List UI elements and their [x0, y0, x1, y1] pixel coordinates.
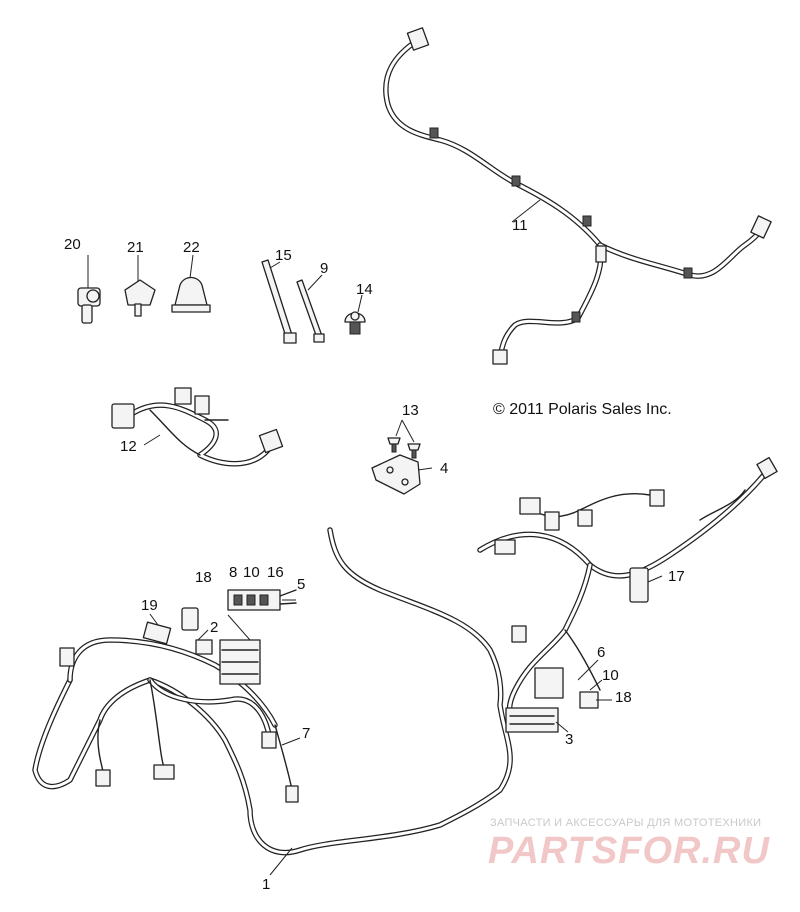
watermark-logo: PARTSFOR.RU	[488, 830, 770, 872]
callout-22: 22	[183, 239, 200, 256]
callout-11: 11	[512, 217, 528, 234]
bracket-4	[371, 454, 421, 495]
front-harness-17	[477, 456, 778, 733]
grommet-14	[344, 311, 366, 335]
watermark-tagline: ЗАПЧАСТИ И АКСЕССУАРЫ ДЛЯ МОТОТЕХНИКИ	[490, 817, 762, 829]
callout-18-left: 18	[195, 569, 212, 586]
main-harness-1	[32, 527, 513, 856]
harness-11	[383, 27, 772, 365]
callout-10-left: 10	[243, 564, 260, 581]
callout-4: 4	[440, 460, 449, 477]
callout-5: 5	[297, 576, 306, 593]
callout-20: 20	[64, 236, 81, 253]
leader-lines	[87, 199, 663, 876]
callout-19: 19	[141, 597, 158, 614]
clip-21	[124, 279, 156, 317]
callout-12: 12	[120, 438, 137, 455]
callout-3: 3	[565, 731, 574, 748]
callout-14: 14	[356, 281, 373, 298]
callout-16: 16	[267, 564, 284, 581]
harness-12	[111, 387, 284, 467]
clip-22	[171, 276, 211, 313]
screws-13	[387, 437, 421, 459]
cable-tie-9	[296, 279, 325, 343]
callout-6: 6	[597, 644, 606, 661]
callout-7: 7	[302, 725, 311, 742]
callout-15: 15	[275, 247, 292, 264]
callout-21: 21	[127, 239, 144, 256]
callout-18-right: 18	[615, 689, 632, 706]
cable-tie-15	[261, 259, 297, 344]
callout-2: 2	[210, 619, 219, 636]
callout-13: 13	[402, 402, 419, 419]
callout-9: 9	[320, 260, 329, 277]
copyright-notice: © 2011 Polaris Sales Inc.	[493, 401, 672, 418]
clip-20	[77, 287, 101, 324]
callout-8: 8	[229, 564, 238, 581]
callout-17: 17	[668, 568, 685, 585]
callout-10-right: 10	[602, 667, 619, 684]
callout-1: 1	[262, 876, 271, 893]
